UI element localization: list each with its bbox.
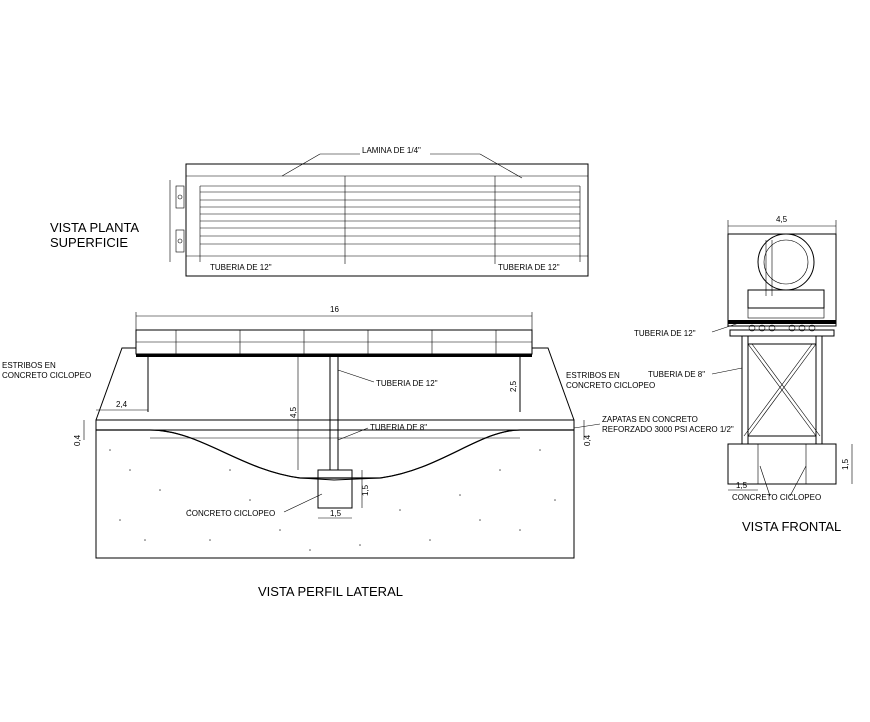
side-view-title: VISTA PERFIL LATERAL xyxy=(258,584,403,599)
abutment-left-line1: ESTRIBOS EN xyxy=(2,361,56,370)
soil-mass xyxy=(95,429,575,559)
ground-top xyxy=(95,419,575,481)
plan-deck-planks xyxy=(186,175,588,264)
plan-pipe-left-label: TUBERIA DE 12" xyxy=(210,263,272,272)
front-pipe12-leader xyxy=(711,321,743,333)
plan-side-rail xyxy=(169,180,185,262)
span-dimension xyxy=(135,312,533,332)
plan-pipe-right-label: TUBERIA DE 12" xyxy=(498,263,560,272)
front-pipe8-leader xyxy=(711,367,743,375)
front-footings xyxy=(727,443,837,485)
front-pier-frame xyxy=(741,335,823,445)
dim-abutment-height: 2,5 xyxy=(509,380,518,392)
dim-footing-width: 1,5 xyxy=(330,509,342,518)
abutment-left-line2: CONCRETO CICLOPEO xyxy=(2,371,91,380)
abutment-right-line1: ESTRIBOS EN xyxy=(566,371,620,380)
deck-truss xyxy=(135,329,533,357)
side-dimensions xyxy=(83,354,585,519)
plan-view: VISTA PLANTA SUPERFICIE LA xyxy=(50,146,589,277)
front-deck xyxy=(727,233,837,337)
front-view: 4,5 xyxy=(634,215,853,534)
footing-line2: REFORZADO 3000 PSI ACERO 1/2" xyxy=(602,425,734,434)
concrete-leader xyxy=(283,493,323,513)
span-dim-label: 16 xyxy=(330,305,339,314)
side-pipe12-label: TUBERIA DE 12" xyxy=(376,379,438,388)
front-pipe8-label: TUBERIA DE 8" xyxy=(648,370,705,379)
footing-line1: ZAPATAS EN CONCRETO xyxy=(602,415,698,424)
lamina-leaders xyxy=(281,153,523,179)
front-pipe12-label: TUBERIA DE 12" xyxy=(634,329,696,338)
center-pier xyxy=(317,354,353,509)
soil-hatch xyxy=(109,449,556,551)
pipe8-leader xyxy=(337,427,369,441)
plan-title-line2: SUPERFICIE xyxy=(50,235,128,250)
dim-pier-height: 4,5 xyxy=(289,406,298,418)
front-dimensions xyxy=(728,444,853,491)
front-concrete-leader-left xyxy=(759,465,771,497)
pipe12-leader xyxy=(337,369,375,383)
front-dim-footing-width: 1,5 xyxy=(736,481,748,490)
plan-deck-outline xyxy=(185,163,589,277)
dim-right-thickness: 0,4 xyxy=(583,434,592,446)
front-concrete-label: CONCRETO CICLOPEO xyxy=(732,493,821,502)
footing-leader xyxy=(573,423,601,429)
dim-abutment-width: 2,4 xyxy=(116,400,128,409)
front-concrete-leader-right xyxy=(789,465,807,497)
dim-footing-height: 1,5 xyxy=(361,484,370,496)
dim-left-thickness: 0,4 xyxy=(73,434,82,446)
abutment-right-line2: CONCRETO CICLOPEO xyxy=(566,381,655,390)
front-dim-width: 4,5 xyxy=(776,215,788,224)
plan-title-line1: VISTA PLANTA xyxy=(50,220,139,235)
abutments xyxy=(95,347,575,421)
side-pipe8-label: TUBERIA DE 8" xyxy=(370,423,427,432)
lamina-label: LAMINA DE 1/4" xyxy=(362,146,421,155)
side-view: 16 xyxy=(2,305,734,599)
side-concrete-label: CONCRETO CICLOPEO xyxy=(186,509,275,518)
front-dim-footing-height: 1,5 xyxy=(841,458,850,470)
front-view-title: VISTA FRONTAL xyxy=(742,519,841,534)
